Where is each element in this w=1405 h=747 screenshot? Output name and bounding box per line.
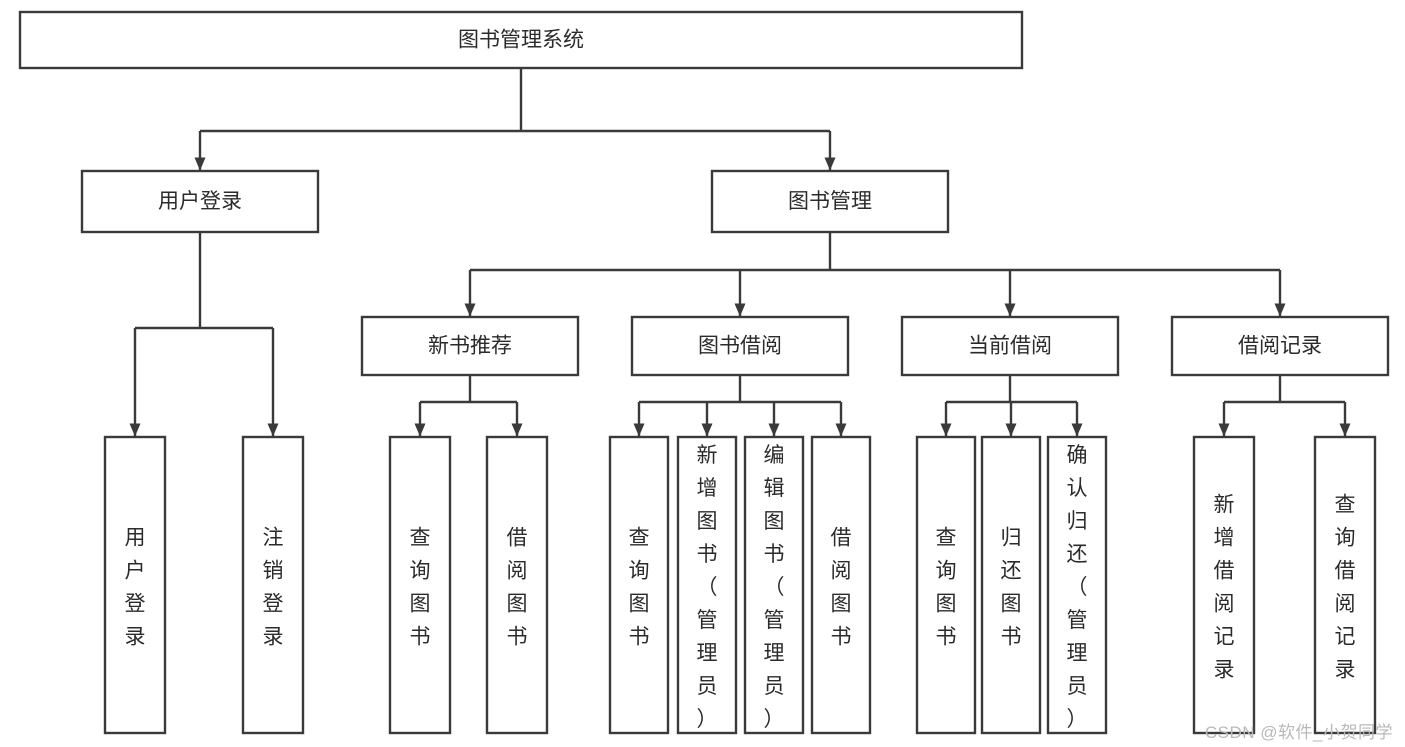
node-box-borrow-record	[1170, 315, 1390, 377]
arrow-user-login-to-leaf-user-logout	[267, 423, 279, 437]
arrow-new-book-rec-to-leaf-borrow-book-1	[511, 423, 523, 437]
arrow-current-borrow-to-leaf-return-book	[1005, 423, 1017, 437]
arrow-book-manage-to-book-borrow	[734, 303, 746, 317]
node-label-leaf-query-book-1: 查询图书	[410, 527, 431, 649]
node-box-leaf-query-book-2	[608, 435, 670, 735]
node-leaf-borrow-book-1[interactable]: 借阅图书	[485, 435, 549, 735]
node-box-leaf-query-record	[1313, 435, 1377, 735]
node-label-leaf-query-book-2: 查询图书	[629, 527, 650, 649]
node-label-new-book-rec: 新书推荐	[428, 335, 512, 358]
node-box-leaf-add-record	[1192, 435, 1256, 735]
node-label-leaf-query-book-3: 查询图书	[936, 527, 957, 649]
node-label-leaf-query-record: 查询借阅记录	[1335, 494, 1356, 682]
node-box-leaf-query-book-3	[915, 435, 977, 735]
arrow-current-borrow-to-leaf-confirm-return	[1071, 423, 1083, 437]
arrow-book-borrow-to-leaf-edit-book	[768, 423, 780, 437]
arrow-current-borrow-to-leaf-query-book-3	[940, 423, 952, 437]
watermark-text: CSDN @软件_小贺同学	[1204, 723, 1393, 742]
arrow-book-borrow-to-leaf-add-book	[701, 423, 713, 437]
arrow-book-borrow-to-leaf-query-book-2	[633, 423, 645, 437]
node-box-leaf-user-login	[103, 435, 167, 735]
node-book-manage[interactable]: 图书管理	[710, 169, 950, 234]
arrow-new-book-rec-to-leaf-query-book-1	[414, 423, 426, 437]
node-user-login[interactable]: 用户登录	[80, 169, 320, 234]
arrow-borrow-record-to-leaf-add-record	[1218, 423, 1230, 437]
node-box-leaf-confirm-return	[1046, 435, 1108, 735]
node-box-root	[18, 10, 1024, 70]
node-box-book-manage	[710, 169, 950, 234]
edge-layer	[129, 68, 1351, 437]
node-box-leaf-borrow-book-1	[485, 435, 549, 735]
node-root[interactable]: 图书管理系统	[18, 10, 1024, 70]
arrow-book-manage-to-borrow-record	[1274, 303, 1286, 317]
node-box-leaf-query-book-1	[388, 435, 452, 735]
arrow-book-manage-to-new-book-rec	[464, 303, 476, 317]
node-label-root: 图书管理系统	[458, 29, 584, 52]
node-leaf-borrow-book-2[interactable]: 借阅图书	[810, 435, 872, 735]
node-label-current-borrow: 当前借阅	[968, 335, 1052, 358]
node-label-borrow-record: 借阅记录	[1238, 335, 1322, 358]
node-box-book-borrow	[630, 315, 850, 377]
arrow-book-borrow-to-leaf-borrow-book-2	[835, 423, 847, 437]
node-box-new-book-rec	[360, 315, 580, 377]
node-label-leaf-borrow-book-2: 借阅图书	[831, 527, 852, 649]
node-box-leaf-user-logout	[241, 435, 305, 735]
node-label-leaf-borrow-book-1: 借阅图书	[507, 527, 528, 649]
node-leaf-query-book-1[interactable]: 查询图书	[388, 435, 452, 735]
node-label-leaf-user-login: 用户登录	[125, 527, 146, 649]
node-label-leaf-add-record: 新增借阅记录	[1214, 494, 1235, 682]
node-label-book-borrow: 图书借阅	[698, 335, 782, 358]
node-label-user-login: 用户登录	[158, 190, 242, 213]
node-label-leaf-confirm-return: 确认归还（管理员）	[1067, 444, 1088, 731]
node-current-borrow[interactable]: 当前借阅	[900, 315, 1120, 377]
node-leaf-query-record[interactable]: 查询借阅记录	[1313, 435, 1377, 735]
node-layer: 图书管理系统用户登录图书管理新书推荐图书借阅当前借阅借阅记录用户登录注销登录查询…	[18, 10, 1390, 735]
node-box-leaf-borrow-book-2	[810, 435, 872, 735]
arrow-borrow-record-to-leaf-query-record	[1339, 423, 1351, 437]
node-borrow-record[interactable]: 借阅记录	[1170, 315, 1390, 377]
node-leaf-user-logout[interactable]: 注销登录	[241, 435, 305, 735]
node-label-leaf-add-book: 新增图书（管理员）	[697, 444, 718, 731]
node-label-leaf-user-logout: 注销登录	[263, 527, 284, 649]
node-leaf-confirm-return[interactable]: 确认归还（管理员）	[1046, 435, 1108, 735]
arrow-root-to-user-login	[194, 157, 206, 171]
node-label-leaf-return-book: 归还图书	[1001, 527, 1022, 649]
node-box-current-borrow	[900, 315, 1120, 377]
node-book-borrow[interactable]: 图书借阅	[630, 315, 850, 377]
node-leaf-user-login[interactable]: 用户登录	[103, 435, 167, 735]
node-label-book-manage: 图书管理	[788, 190, 872, 213]
node-box-user-login	[80, 169, 320, 234]
node-box-leaf-edit-book	[743, 435, 805, 735]
node-leaf-return-book[interactable]: 归还图书	[980, 435, 1042, 735]
node-leaf-edit-book[interactable]: 编辑图书（管理员）	[743, 435, 805, 735]
node-box-leaf-return-book	[980, 435, 1042, 735]
arrow-user-login-to-leaf-user-login	[129, 423, 141, 437]
node-leaf-add-book[interactable]: 新增图书（管理员）	[676, 435, 738, 735]
node-leaf-query-book-2[interactable]: 查询图书	[608, 435, 670, 735]
node-leaf-add-record[interactable]: 新增借阅记录	[1192, 435, 1256, 735]
node-label-leaf-edit-book: 编辑图书（管理员）	[764, 444, 785, 731]
arrow-root-to-book-manage	[824, 157, 836, 171]
arrow-book-manage-to-current-borrow	[1004, 303, 1016, 317]
node-box-leaf-add-book	[676, 435, 738, 735]
node-new-book-rec[interactable]: 新书推荐	[360, 315, 580, 377]
node-leaf-query-book-3[interactable]: 查询图书	[915, 435, 977, 735]
